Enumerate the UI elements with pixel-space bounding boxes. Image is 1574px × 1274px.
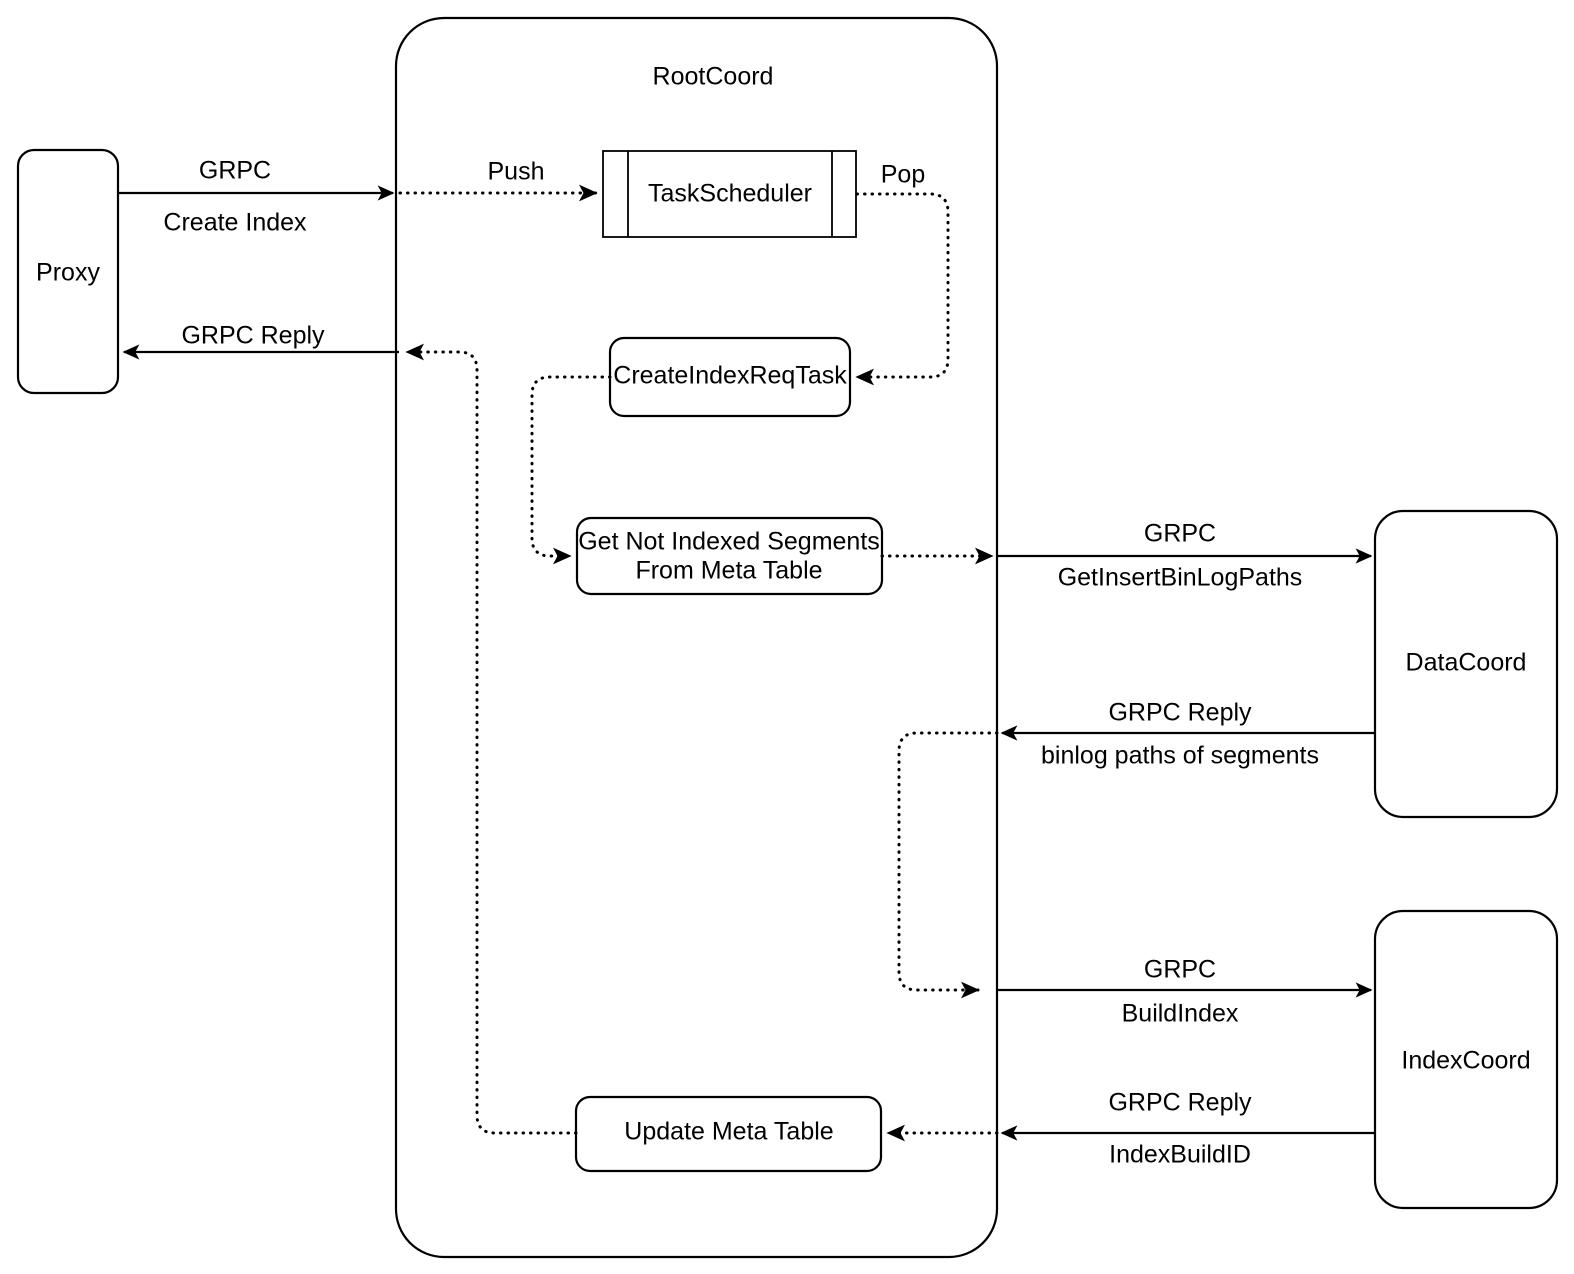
update-meta-table-label: Update Meta Table — [624, 1118, 833, 1146]
edge-proxy-to-rootcoord: GRPC Create Index — [119, 157, 395, 237]
rootcoord-container: RootCoord — [394, 16, 999, 1259]
edge-from-datacoord-label-line1: GRPC Reply — [1108, 699, 1252, 727]
get-not-indexed-segments-label-line2: From Meta Table — [635, 557, 822, 585]
edge-update-meta-to-reply-line — [405, 343, 578, 1135]
edge-from-datacoord-label-line2: binlog paths of segments — [1041, 742, 1319, 770]
edge-rootcoord-to-proxy: GRPC Reply — [122, 322, 399, 360]
edge-binlog-to-buildindex-line — [897, 731, 999, 999]
edge-from-indexcoord-label-line2: IndexBuildID — [1109, 1141, 1251, 1169]
edge-to-datacoord-label-line1: GRPC — [1144, 520, 1216, 548]
index-coord-label: IndexCoord — [1401, 1047, 1530, 1075]
edge-pop-label: Pop — [881, 161, 925, 189]
edge-task-to-get-segments — [530, 375, 612, 565]
node-update-meta-table[interactable]: Update Meta Table — [574, 1095, 883, 1173]
edge-pop: Pop — [855, 161, 950, 386]
edge-from-datacoord: GRPC Reply binlog paths of segments — [1000, 699, 1375, 770]
edge-to-indexcoord: GRPC BuildIndex — [997, 956, 1373, 1028]
node-task-scheduler[interactable]: TaskScheduler — [602, 150, 857, 238]
edge-to-indexcoord-label-line2: BuildIndex — [1122, 1000, 1239, 1028]
proxy-shape — [16, 148, 120, 395]
edge-from-indexcoord-label-line1: GRPC Reply — [1108, 1089, 1252, 1117]
node-get-not-indexed-segments[interactable]: Get Not Indexed Segments From Meta Table — [575, 516, 884, 596]
get-not-indexed-segments-label-line1: Get Not Indexed Segments — [578, 528, 880, 556]
rootcoord-label: RootCoord — [653, 63, 774, 91]
edge-task-to-get-segments-line — [530, 375, 612, 565]
node-proxy[interactable]: Proxy — [16, 148, 120, 395]
edge-to-indexcoord-label-line1: GRPC — [1144, 956, 1216, 984]
edge-rootcoord-to-proxy-label: GRPC Reply — [181, 322, 325, 350]
edge-push: Push — [398, 158, 598, 202]
node-data-coord[interactable]: DataCoord — [1373, 509, 1559, 819]
data-coord-label: DataCoord — [1406, 649, 1527, 677]
edge-pop-line — [855, 192, 950, 386]
proxy-label: Proxy — [36, 259, 100, 287]
node-index-coord[interactable]: IndexCoord — [1373, 909, 1559, 1210]
index-coord-shape — [1373, 909, 1559, 1210]
edge-push-label: Push — [488, 158, 545, 186]
edge-binlog-to-buildindex — [897, 731, 999, 999]
create-index-req-task-label: CreateIndexReqTask — [613, 362, 847, 390]
rootcoord-container-shape — [394, 16, 999, 1259]
edge-to-datacoord-label-line2: GetInsertBinLogPaths — [1058, 564, 1303, 592]
task-scheduler-label: TaskScheduler — [648, 180, 812, 208]
edge-update-meta-to-reply — [405, 343, 578, 1135]
edge-proxy-to-rootcoord-label-line2: Create Index — [163, 209, 307, 237]
data-coord-shape — [1373, 509, 1559, 819]
node-create-index-req-task[interactable]: CreateIndexReqTask — [608, 336, 852, 418]
edge-proxy-to-rootcoord-label-line1: GRPC — [199, 157, 271, 185]
edge-from-indexcoord: GRPC Reply IndexBuildID — [1000, 1089, 1375, 1169]
edge-to-datacoord: GRPC GetInsertBinLogPaths — [997, 520, 1373, 592]
